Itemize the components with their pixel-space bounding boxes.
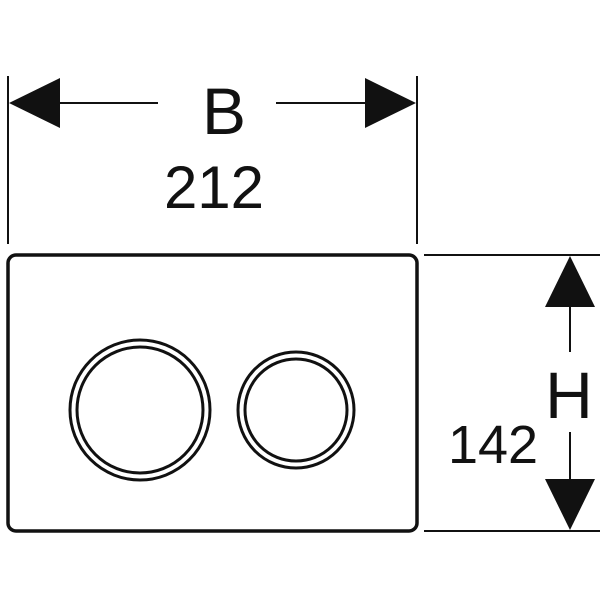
height-arrow-top	[545, 256, 595, 307]
plate-outline	[6, 253, 419, 533]
height-dimension: H 142	[424, 254, 600, 532]
height-value: 142	[448, 415, 538, 475]
width-dimension: B 212	[7, 74, 418, 244]
height-symbol: H	[545, 358, 593, 432]
width-symbol: B	[202, 74, 246, 148]
small-flush-button	[236, 350, 356, 470]
width-arrow-right	[365, 78, 416, 128]
large-flush-button	[68, 338, 212, 482]
width-arrow-left	[9, 78, 60, 128]
width-value: 212	[164, 154, 264, 221]
height-arrow-bottom	[545, 479, 595, 530]
